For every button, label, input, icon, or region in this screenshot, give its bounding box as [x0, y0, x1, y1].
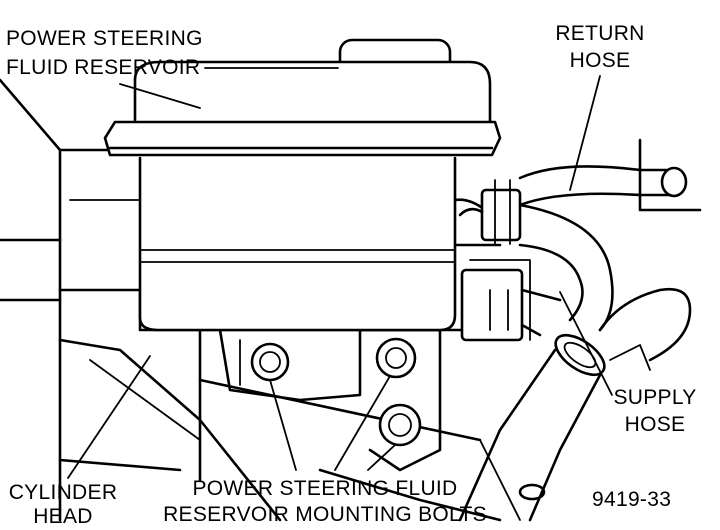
mounting-bolt-3	[378, 403, 422, 447]
figure-number: 9419-33	[592, 488, 672, 511]
cylinder-head-label-line2: HEAD	[33, 505, 93, 528]
return-hose-drawing	[458, 165, 688, 245]
cylinder-head-label-line1: CYLINDER	[8, 481, 118, 504]
supply-hose-label-line2: HOSE	[624, 413, 686, 436]
mounting-bolt-1	[250, 342, 290, 382]
leader-lines	[67, 67, 613, 479]
reservoir-drawing	[103, 38, 502, 332]
reservoir-label-line2: FLUID RESERVOIR	[6, 56, 201, 79]
return-hose-label-line2: HOSE	[569, 49, 631, 72]
supply-hose-label-line1: SUPPLY	[613, 386, 697, 409]
supply-hose-drawing	[458, 203, 692, 522]
cylinder-head-drawing	[0, 78, 702, 522]
mounting-bolts-label-line1: POWER STEERING FLUID	[192, 477, 458, 500]
reservoir-label-line1: POWER STEERING	[6, 27, 203, 50]
mounting-bolts-label-line2: RESERVOIR MOUNTING BOLTS	[163, 503, 487, 526]
mounting-bolt-2	[375, 337, 417, 379]
return-hose-label-line1: RETURN	[555, 22, 645, 45]
